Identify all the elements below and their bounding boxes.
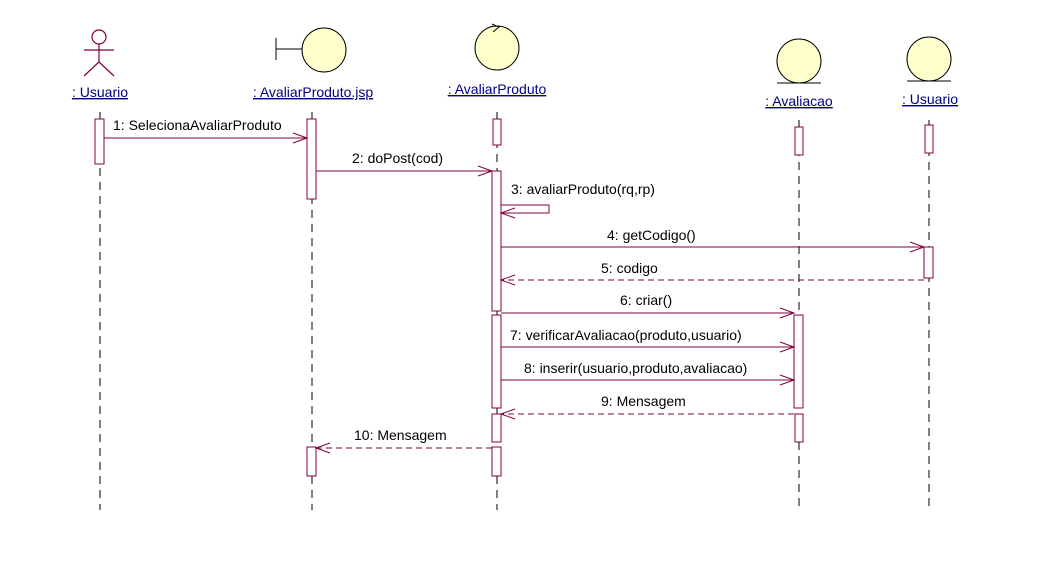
activation-box: [794, 413, 804, 443]
activation-box: [491, 170, 502, 312]
message-5: 5: codigo: [499, 260, 924, 286]
message-1: 1: SelecionaAvaliarProduto: [104, 117, 309, 144]
svg-text:8: inserir(usuario,produto,ava: 8: inserir(usuario,produto,avaliacao): [524, 360, 747, 376]
lifeline-label-usuario-entity: : Usuario: [902, 91, 958, 107]
activation-box: [492, 118, 502, 146]
activation-box: [491, 413, 502, 443]
message-10: 10: Mensagem: [314, 427, 492, 454]
activation-box: [491, 446, 502, 477]
svg-text:7: verificarAvaliacao(produto,: 7: verificarAvaliacao(produto,usuario): [510, 327, 742, 343]
message-3: 3: avaliarProduto(rq,rp): [499, 181, 655, 219]
svg-text:9: Mensagem: 9: Mensagem: [601, 393, 686, 409]
svg-text:2: doPost(cod): 2: doPost(cod): [352, 150, 443, 166]
svg-text:4: getCodigo(): 4: getCodigo(): [607, 227, 696, 243]
activation-box: [924, 124, 934, 154]
lifeline-label-avaliar-produto-jsp: : AvaliarProduto.jsp: [253, 84, 374, 100]
activation-box: [923, 246, 934, 279]
activation-box: [306, 118, 317, 200]
message-7: 7: verificarAvaliacao(produto,usuario): [501, 327, 796, 353]
activation-box: [794, 126, 804, 156]
activation-box: [793, 314, 804, 409]
message-6: 6: criar(): [501, 292, 796, 319]
boundary-icon: [275, 27, 347, 73]
lifeline-label-avaliacao: : Avaliacao: [765, 93, 833, 109]
svg-text:5: codigo: 5: codigo: [601, 260, 658, 276]
activation-box: [306, 446, 317, 477]
svg-text:10: Mensagem: 10: Mensagem: [354, 427, 447, 443]
activation-box: [491, 314, 502, 409]
message-4: 4: getCodigo(): [501, 227, 926, 253]
message-8: 8: inserir(usuario,produto,avaliacao): [501, 360, 796, 386]
svg-text:1: SelecionaAvaliarProduto: 1: SelecionaAvaliarProduto: [113, 117, 282, 133]
message-9: 9: Mensagem: [499, 393, 794, 420]
entity-icon: [776, 38, 822, 84]
entity-icon: [906, 36, 952, 82]
message-2: 2: doPost(cod): [316, 150, 494, 177]
control-icon: [474, 23, 520, 71]
actor-icon: [83, 29, 115, 77]
activation-box: [94, 118, 105, 165]
svg-text:6: criar(): 6: criar(): [620, 292, 672, 308]
svg-text:3: avaliarProduto(rq,rp): 3: avaliarProduto(rq,rp): [511, 181, 655, 197]
lifeline-label-usuario-actor: : Usuario: [72, 84, 128, 100]
lifeline-label-avaliar-produto: : AvaliarProduto: [448, 81, 547, 97]
